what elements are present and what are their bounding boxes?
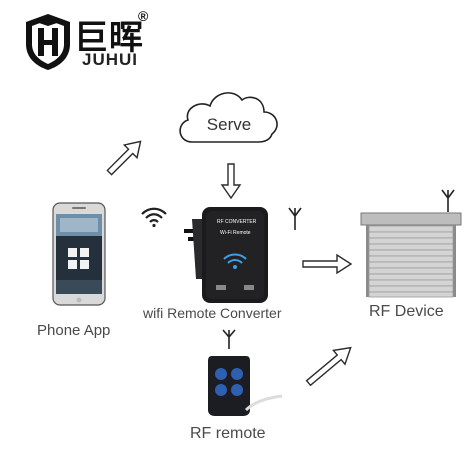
converter-device-icon (184, 207, 268, 303)
rolling-shutter-icon (360, 212, 462, 298)
remote-fob-icon (208, 356, 250, 416)
antenna-icon (222, 329, 236, 349)
converter-device-subtitle: Wi-Fi Remote (220, 230, 251, 236)
converter-device-title: RF CONVERTER (217, 219, 257, 225)
server-label: Serve (206, 115, 252, 134)
cloud-icon (179, 92, 278, 143)
rf-device-label: RF Device (369, 303, 444, 320)
arrow-converter-to-device (302, 253, 353, 275)
reflection-decoration (244, 394, 283, 412)
arrow-remote-to-device (305, 346, 352, 387)
antenna-icon (441, 189, 455, 212)
arrow-phone-to-server (106, 140, 142, 176)
antenna-icon (288, 207, 302, 230)
phone-app-label: Phone App (37, 322, 111, 339)
wifi-icon (141, 207, 167, 228)
brand-name-en: JUHUI (82, 50, 139, 69)
brand-name-cn: 巨晖 (74, 19, 144, 57)
shield-logo-icon (26, 14, 70, 70)
rf-remote-label: RF remote (190, 425, 266, 442)
registered-mark: ® (138, 8, 149, 24)
arrow-server-to-converter (220, 163, 242, 200)
smartphone-icon (52, 202, 106, 306)
converter-label: wifi Remote Converter (143, 305, 282, 321)
